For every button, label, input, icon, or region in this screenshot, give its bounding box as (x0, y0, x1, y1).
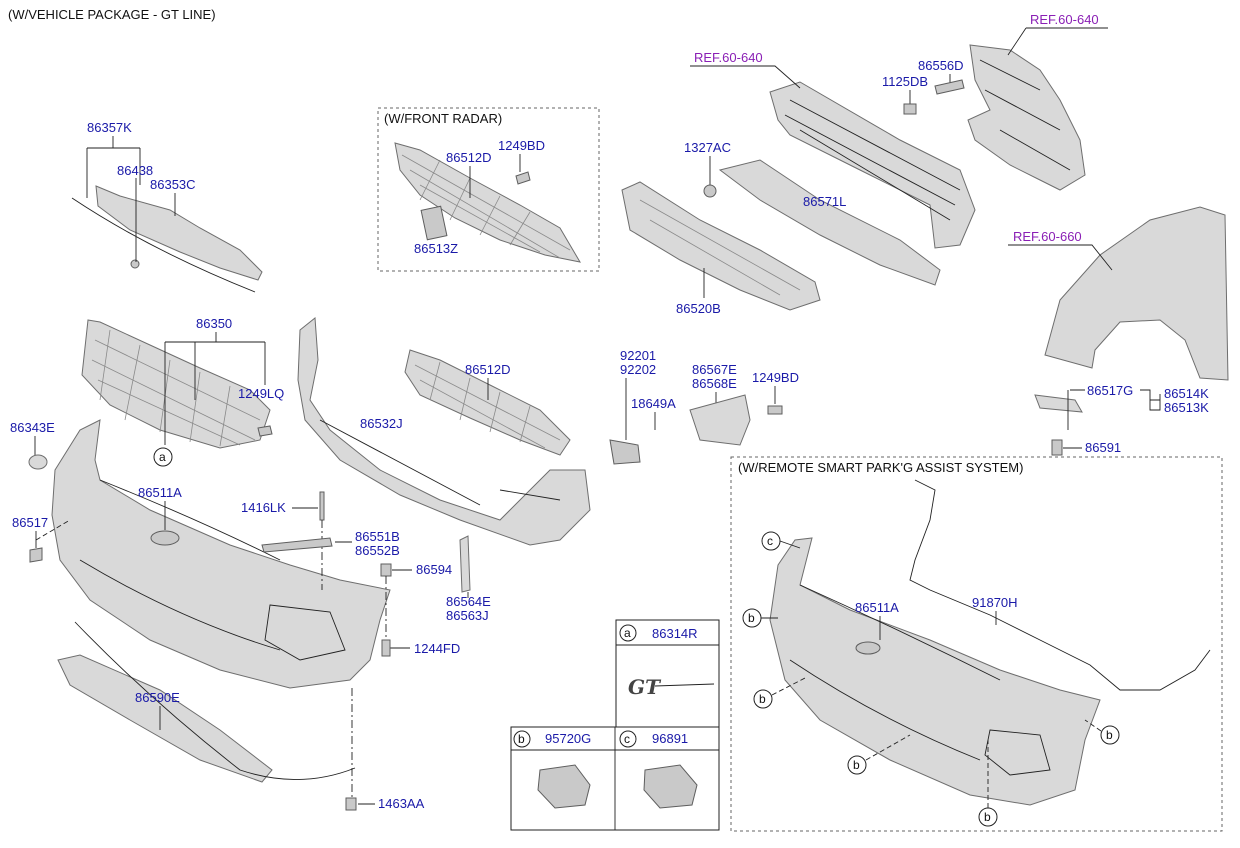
callout-b2 (753, 689, 773, 709)
label-1463aa: 1463AA (378, 796, 425, 811)
label-86350: 86350 (196, 316, 232, 331)
label-86564e: 86564E (446, 594, 491, 609)
remote-smart-park-box (730, 456, 1223, 832)
label-1327ac: 1327AC (684, 140, 731, 155)
part-86567e-cover (689, 394, 751, 446)
callout-c-text: c (767, 534, 773, 548)
part-86350-grille (81, 319, 271, 449)
legend-c-letter: c (624, 732, 630, 746)
part-86512d-grille-radar (394, 142, 581, 263)
ref-60-640-b: REF.60-640 (1030, 12, 1099, 27)
callout-b1-text: b (748, 611, 755, 625)
label-1125db: 1125DB (882, 74, 928, 89)
label-86590e: 86590E (135, 690, 180, 705)
part-86353c-garnish (71, 185, 263, 293)
label-86567e: 86567E (692, 362, 737, 377)
front-radar-title: (W/FRONT RADAR) (384, 111, 502, 126)
label-18649a: 18649A (631, 396, 676, 411)
callout-b5-text: b (1106, 728, 1113, 742)
label-86353c: 86353C (150, 177, 196, 192)
label-86438: 86438 (117, 163, 153, 178)
label-86357k: 86357K (87, 120, 132, 135)
legend-callout-a (619, 624, 637, 642)
legend-callout-b (513, 730, 531, 748)
label-86511a-rspa: 86511A (855, 600, 899, 615)
part-95720g-sensor (537, 764, 591, 809)
part-fender (1044, 206, 1229, 381)
label-86517: 86517 (12, 515, 48, 530)
label-86563j: 86563J (446, 608, 489, 623)
part-86532j-frame (297, 317, 591, 546)
label-86511a: 86511A (138, 485, 182, 500)
label-86552b: 86552B (355, 543, 400, 558)
label-1249bd: 1249BD (752, 370, 799, 385)
callout-b3-text: b (853, 758, 860, 772)
label-86532j: 86532J (360, 416, 403, 431)
part-86520b-absorber (621, 181, 821, 311)
label-86568e: 86568E (692, 376, 737, 391)
part-86511a-bumper (51, 419, 391, 689)
part-bumper-beam (769, 81, 976, 249)
part-radiator-support (967, 44, 1086, 191)
label-86513k: 86513K (1164, 400, 1209, 415)
label-86591: 86591 (1085, 440, 1121, 455)
gt-emblem: GT (628, 675, 662, 699)
part-86564e-strip (459, 535, 471, 593)
legend-a-part: 86314R (652, 626, 698, 641)
remote-smart-park-title: (W/REMOTE SMART PARK'G ASSIST SYSTEM) (738, 460, 1023, 475)
callout-a-text: a (159, 450, 166, 464)
label-1249lq: 1249LQ (238, 386, 284, 401)
label-92202: 92202 (620, 362, 656, 377)
label-92201: 92201 (620, 348, 656, 363)
legend-callout-c (619, 730, 637, 748)
part-86571l-absorber (718, 159, 941, 286)
legend-c-part: 96891 (652, 731, 688, 746)
label-91870h: 91870H (972, 595, 1018, 610)
part-86512d-lower-grille (404, 349, 571, 456)
label-86520b: 86520B (676, 301, 721, 316)
label-1249bd-radar: 1249BD (498, 138, 545, 153)
legend-b-part: 95720G (545, 731, 591, 746)
label-86514k: 86514K (1164, 386, 1209, 401)
label-86594: 86594 (416, 562, 452, 577)
diagram-title: (W/VEHICLE PACKAGE - GT LINE) (8, 7, 216, 22)
callout-a-grille (153, 447, 173, 467)
part-86511a-bumper-rspa (769, 537, 1101, 806)
label-86517g: 86517G (1087, 383, 1133, 398)
label-86571l: 86571L (803, 194, 846, 209)
part-86514k-bracket (1034, 394, 1083, 413)
front-radar-box (377, 107, 600, 272)
part-92201-foglamp (609, 439, 641, 465)
label-86512d-radar: 86512D (446, 150, 492, 165)
legend-b-letter: b (518, 732, 525, 746)
legend-a-letter: a (624, 626, 631, 640)
label-86513z: 86513Z (414, 241, 458, 256)
part-96891-sensor (643, 764, 698, 809)
label-1416lk: 1416LK (241, 500, 286, 515)
callout-b3 (847, 755, 867, 775)
label-86343e: 86343E (10, 420, 55, 435)
label-86556d: 86556D (918, 58, 964, 73)
callout-b5 (1100, 725, 1120, 745)
callout-b2-text: b (759, 692, 766, 706)
callout-b4-text: b (984, 810, 991, 824)
label-86512d: 86512D (465, 362, 511, 377)
part-86551b-moulding (261, 537, 333, 553)
part-86590e-lip (57, 621, 356, 783)
ref-60-660: REF.60-660 (1013, 229, 1082, 244)
ref-60-640-a: REF.60-640 (694, 50, 763, 65)
label-86551b: 86551B (355, 529, 400, 544)
label-1244fd: 1244FD (414, 641, 460, 656)
